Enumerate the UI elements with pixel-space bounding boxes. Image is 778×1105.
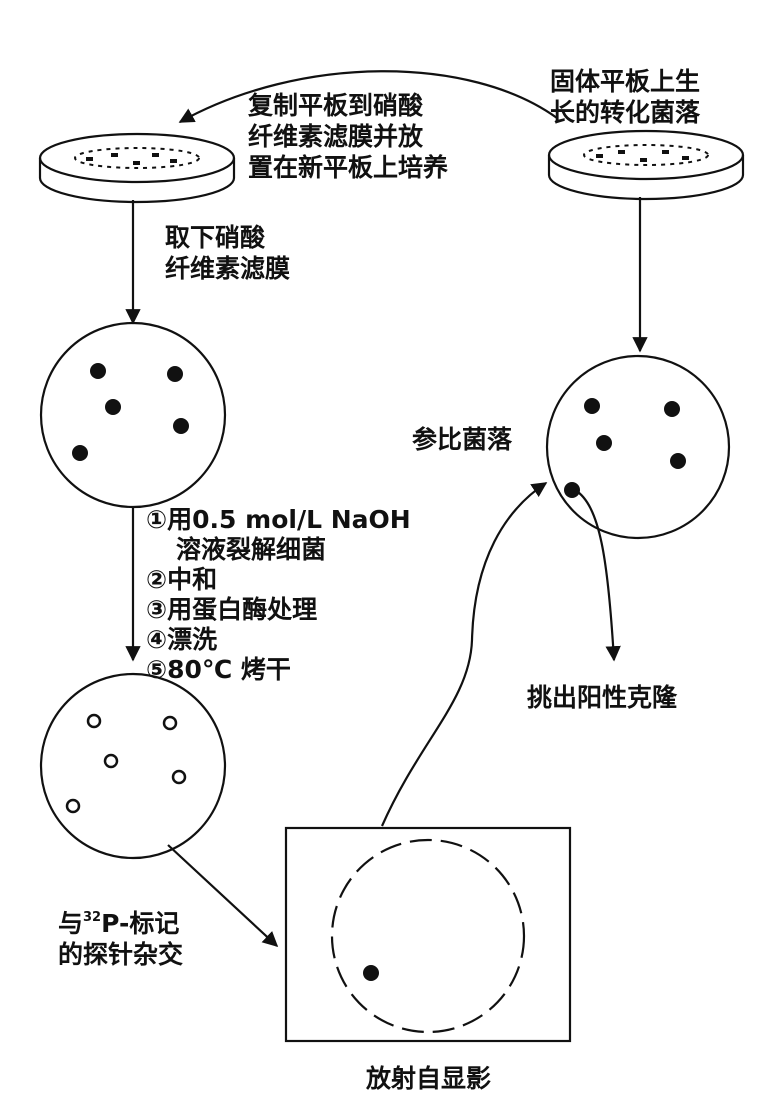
- label-autoradiography: 放射自显影: [366, 1064, 492, 1093]
- step-1-cont: 溶液裂解细菌: [176, 535, 327, 564]
- step-4: ④漂洗: [146, 625, 218, 654]
- hybridize-prefix: 与: [58, 909, 84, 938]
- step-1: ①用0.5 mol/L NaOH: [146, 505, 411, 534]
- petri-dish-left: [38, 132, 236, 204]
- label-processing-steps: ①用0.5 mol/L NaOH 溶液裂解细菌 ②中和 ③用蛋白酶处理 ④漂洗 …: [146, 505, 411, 685]
- arrow-film-to-reference: [380, 482, 548, 827]
- filter-membrane-processed: [39, 672, 227, 860]
- label-copy-to-filter: 复制平板到硝酸 纤维素滤膜并放 置在新平板上培养: [248, 90, 448, 183]
- label-hybridize-line-1: 与32P-标记: [58, 902, 183, 939]
- label-solid-plate-colonies: 固体平板上生 长的转化菌落: [550, 66, 700, 128]
- label-hybridize-line-2: 的探针杂交: [58, 940, 184, 969]
- label-copy-line-2: 纤维素滤膜并放: [248, 122, 424, 151]
- label-pick-positive: 挑出阳性克隆: [527, 683, 678, 712]
- step-2: ②中和: [146, 565, 218, 594]
- petri-dish-right: [547, 129, 745, 201]
- filter-membrane-colonies: [39, 321, 227, 509]
- label-remove-line-2: 纤维素滤膜: [165, 254, 291, 283]
- label-solid-line-1: 固体平板上生: [550, 67, 701, 96]
- isotope-superscript: 32: [83, 910, 102, 925]
- step-5: ⑤80℃ 烤干: [146, 655, 291, 684]
- label-solid-line-2: 长的转化菌落: [550, 98, 701, 127]
- label-remove-filter: 取下硝酸 纤维素滤膜: [165, 222, 290, 284]
- arrow-to-autoradiography: [167, 844, 279, 948]
- copy-arrow: [178, 70, 558, 123]
- label-copy-line-3: 置在新平板上培养: [248, 153, 449, 182]
- hybridize-suffix: P-标记: [101, 909, 180, 938]
- label-reference-colonies: 参比菌落: [412, 425, 513, 454]
- step-3: ③用蛋白酶处理: [146, 595, 318, 624]
- reference-colony-plate: [545, 354, 731, 540]
- label-remove-line-1: 取下硝酸: [165, 223, 266, 252]
- autoradiography-film: [284, 826, 572, 1043]
- arrow-pick-positive: [574, 489, 621, 662]
- label-hybridize: 与32P-标记 的探针杂交: [58, 902, 183, 970]
- label-copy-line-1: 复制平板到硝酸: [248, 91, 424, 120]
